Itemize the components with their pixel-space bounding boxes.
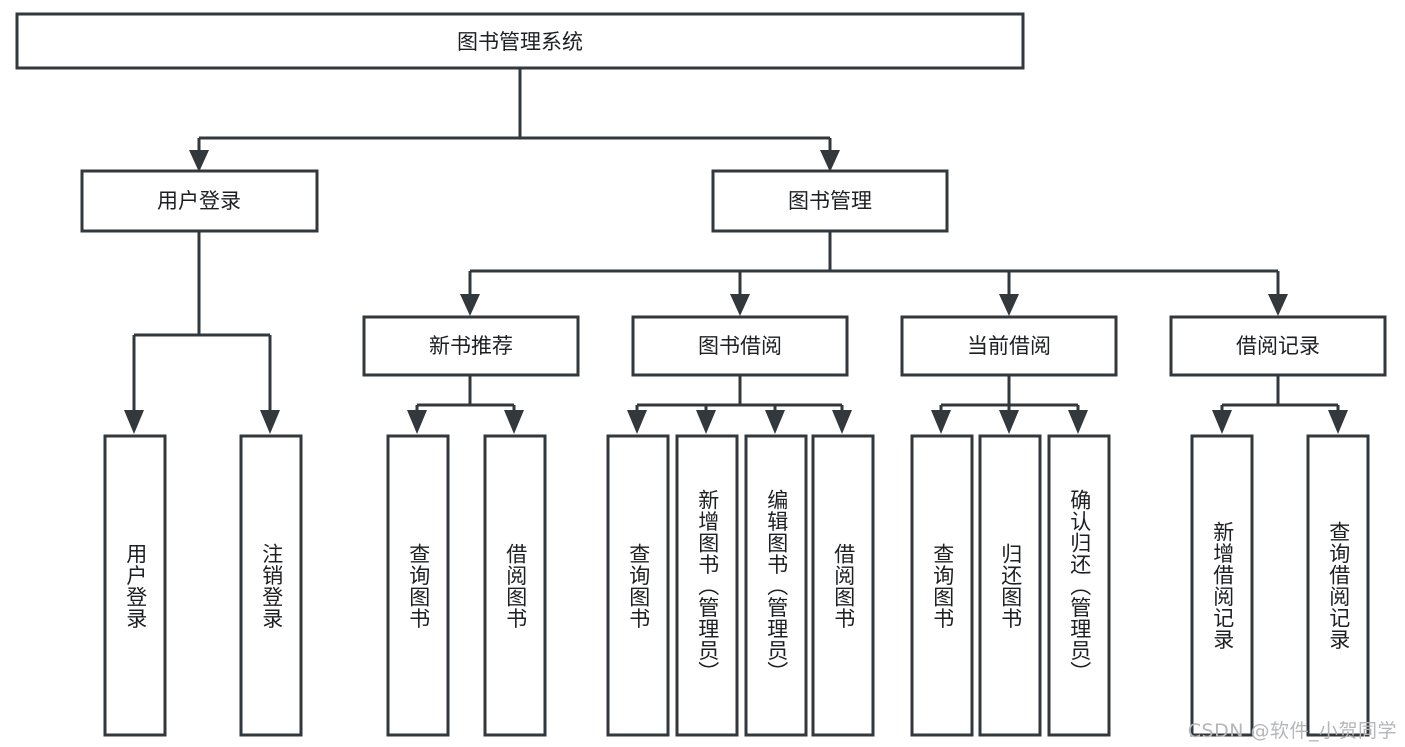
leaf-user-login-2[interactable]: 注销登录	[239, 434, 303, 737]
leaf-new-book-1-label: 查询图书	[406, 542, 431, 629]
leaf-new-book-1-box	[386, 434, 450, 737]
leaf-book-borrow-1-box	[606, 434, 670, 737]
leaf-book-borrow-3-label: 编辑图书（管理员）	[764, 488, 789, 683]
leaf-borrow-record-2-label-wrap: 查询借阅记录	[1326, 521, 1351, 650]
node-new-book-recommend[interactable]: 新书推荐	[362, 315, 580, 377]
arrow-book-borrow-leaf-2	[696, 410, 716, 434]
arrow-to-new-book-recommend	[460, 294, 480, 316]
node-borrow-record[interactable]: 借阅记录	[1169, 315, 1387, 377]
arrow-book-borrow-leaf-1	[627, 410, 647, 434]
leaf-book-borrow-4-label-wrap: 借阅图书	[831, 542, 856, 629]
leaf-current-borrow-2-label: 归还图书	[998, 542, 1023, 629]
leaf-book-borrow-4-box	[811, 434, 875, 737]
leaf-current-borrow-3-box	[1047, 434, 1111, 737]
node-borrow-record-label: 借阅记录	[1236, 334, 1320, 358]
leaf-user-login-2-label: 注销登录	[259, 542, 284, 629]
leaf-book-borrow-2-label: 新增图书（管理员）	[695, 488, 720, 683]
node-current-borrow[interactable]: 当前借阅	[900, 315, 1118, 377]
leaf-user-login-1-label: 用户登录	[123, 542, 148, 629]
leaf-current-borrow-1-label: 查询图书	[930, 542, 955, 629]
leaf-borrow-record-2-label: 查询借阅记录	[1326, 521, 1351, 650]
leaf-current-borrow-3-label: 确认归还（管理员）	[1067, 488, 1092, 683]
arrow-book-borrow-leaf-4	[832, 410, 852, 434]
leaf-book-borrow-3-box	[744, 434, 808, 737]
node-book-borrow-label: 图书借阅	[698, 334, 782, 358]
leaf-user-login-1[interactable]: 用户登录	[103, 434, 167, 737]
leaf-current-borrow-2-box	[978, 434, 1042, 737]
csdn-watermark: CSDN @软件_小贺同学	[1187, 720, 1397, 742]
leaf-new-book-2-box	[483, 434, 547, 737]
arrow-current-borrow-leaf-1	[931, 410, 951, 434]
leaf-book-borrow-2[interactable]: 新增图书（管理员）	[675, 434, 739, 737]
arrow-book-borrow-leaf-3	[765, 410, 785, 434]
arrow-current-borrow-leaf-2	[999, 410, 1019, 434]
arrow-to-borrow-record	[1268, 294, 1288, 316]
node-user-login-label: 用户登录	[157, 189, 241, 213]
arrow-user-login-leaf-1	[124, 410, 144, 434]
arrow-user-login-leaf-2	[260, 410, 280, 434]
leaf-borrow-record-2[interactable]: 查询借阅记录	[1306, 434, 1370, 737]
leaf-book-borrow-4-label: 借阅图书	[831, 542, 856, 629]
leaf-user-login-2-box	[239, 434, 303, 737]
arrow-new-book-leaf-2	[504, 410, 524, 434]
node-new-book-recommend-label: 新书推荐	[429, 334, 513, 358]
leaf-book-borrow-2-box	[675, 434, 739, 737]
node-current-borrow-label: 当前借阅	[967, 334, 1051, 358]
node-current-borrow-box	[900, 315, 1118, 377]
node-user-login-box	[80, 169, 319, 233]
leaf-book-borrow-1[interactable]: 查询图书	[606, 434, 670, 737]
leaf-user-login-1-label-wrap: 用户登录	[123, 542, 148, 629]
leaf-user-login-1-box	[103, 434, 167, 737]
leaf-book-borrow-3[interactable]: 编辑图书（管理员）	[744, 434, 808, 737]
arrow-root-to-book-mgmt	[820, 150, 840, 172]
leaf-user-login-2-label-wrap: 注销登录	[259, 542, 284, 629]
leaf-borrow-record-2-box	[1306, 434, 1370, 737]
arrow-root-to-user-login	[189, 150, 209, 172]
arrow-borrow-record-leaf-2	[1328, 410, 1348, 434]
node-book-management-label: 图书管理	[788, 189, 872, 213]
leaf-book-borrow-3-label-wrap: 编辑图书（管理员）	[764, 488, 789, 683]
leaf-current-borrow-2-label-wrap: 归还图书	[998, 542, 1023, 629]
node-root-box	[15, 12, 1025, 70]
leaf-borrow-record-1-label-wrap: 新增借阅记录	[1210, 521, 1235, 650]
leaf-current-borrow-1-box	[910, 434, 974, 737]
node-book-borrow-box	[631, 315, 849, 377]
node-new-book-recommend-box	[362, 315, 580, 377]
arrow-to-current-borrow	[999, 294, 1019, 316]
node-book-borrow[interactable]: 图书借阅	[631, 315, 849, 377]
leaf-current-borrow-1-label-wrap: 查询图书	[930, 542, 955, 629]
arrow-borrow-record-leaf-1	[1212, 410, 1232, 434]
arrow-current-borrow-leaf-3	[1068, 410, 1088, 434]
node-book-management-box	[711, 169, 949, 233]
connector-layer	[124, 68, 1348, 434]
leaf-book-borrow-2-label-wrap: 新增图书（管理员）	[695, 488, 720, 683]
leaf-borrow-record-1[interactable]: 新增借阅记录	[1190, 434, 1254, 737]
node-root-book-management-system[interactable]: 图书管理系统	[15, 12, 1025, 70]
node-book-management[interactable]: 图书管理	[711, 169, 949, 233]
arrow-new-book-leaf-1	[407, 410, 427, 434]
leaf-new-book-1[interactable]: 查询图书	[386, 434, 450, 737]
leaf-current-borrow-3[interactable]: 确认归还（管理员）	[1047, 434, 1111, 737]
leaf-current-borrow-1[interactable]: 查询图书	[910, 434, 974, 737]
arrow-to-book-borrow	[730, 294, 750, 316]
leaf-borrow-record-1-label: 新增借阅记录	[1210, 521, 1235, 650]
leaf-new-book-2[interactable]: 借阅图书	[483, 434, 547, 737]
leaf-current-borrow-3-label-wrap: 确认归还（管理员）	[1067, 488, 1092, 683]
leaf-new-book-2-label: 借阅图书	[503, 542, 528, 629]
leaf-new-book-2-label-wrap: 借阅图书	[503, 542, 528, 629]
node-user-login[interactable]: 用户登录	[80, 169, 319, 233]
leaf-book-borrow-4[interactable]: 借阅图书	[811, 434, 875, 737]
leaf-current-borrow-2[interactable]: 归还图书	[978, 434, 1042, 737]
leaf-book-borrow-1-label-wrap: 查询图书	[626, 542, 651, 629]
node-root-label: 图书管理系统	[457, 30, 583, 54]
leaf-new-book-1-label-wrap: 查询图书	[406, 542, 431, 629]
leaf-borrow-record-1-box	[1190, 434, 1254, 737]
leaf-book-borrow-1-label: 查询图书	[626, 542, 651, 629]
node-borrow-record-box	[1169, 315, 1387, 377]
